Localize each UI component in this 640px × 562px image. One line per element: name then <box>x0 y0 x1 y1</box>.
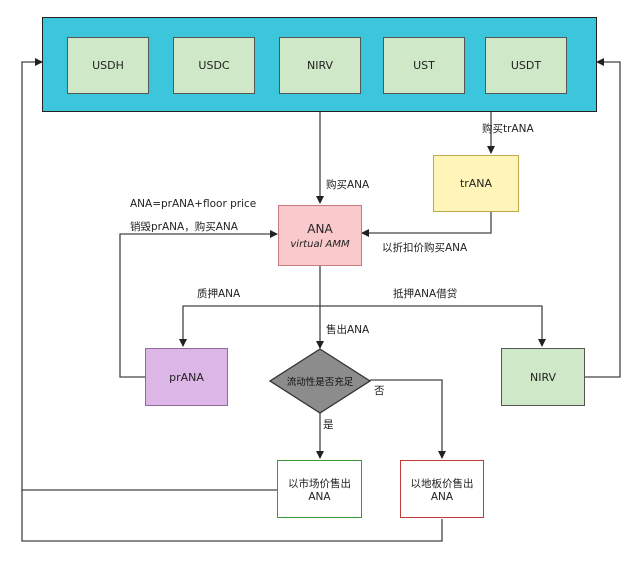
market-sell-line1: 以市场价售出 <box>288 477 351 490</box>
label-formula: ANA=prANA+floor price <box>130 198 257 210</box>
edge-nirv-return <box>585 58 621 378</box>
edge-collateral-loan <box>320 305 546 347</box>
label-no: 否 <box>374 385 385 397</box>
edge-no <box>370 379 446 459</box>
token-ust-label: UST <box>413 59 435 72</box>
prana-label: prANA <box>169 370 204 384</box>
token-usdt[interactable]: USDT <box>485 37 567 94</box>
label-buy-ana: 购买ANA <box>326 179 370 191</box>
label-yes: 是 <box>323 419 334 431</box>
market-sell-line2: ANA <box>308 490 331 503</box>
ana-title: ANA <box>307 221 333 236</box>
label-buy-trana: 购买trANA <box>482 123 534 135</box>
label-sell-ana: 售出ANA <box>326 324 370 336</box>
token-nirv[interactable]: NIRV <box>279 37 361 94</box>
ana-node[interactable]: ANA virtual AMM <box>278 205 362 266</box>
floor-sell-line1: 以地板价售出 <box>410 477 474 490</box>
trana-label: trANA <box>459 177 493 190</box>
decision-label: 流动性是否充足 <box>286 377 354 388</box>
edge-floor-return <box>21 490 443 542</box>
edge-discount-buy <box>361 212 492 237</box>
prana-node[interactable]: prANA <box>145 348 228 406</box>
label-stake-ana: 质押ANA <box>197 288 241 300</box>
edge-burn-prana <box>119 230 278 378</box>
floor-sell-line2: ANA <box>430 490 454 503</box>
market-sell-node[interactable]: 以市场价售出 ANA <box>277 460 362 518</box>
token-ust[interactable]: UST <box>383 37 465 94</box>
ana-subtitle: virtual AMM <box>290 238 350 250</box>
nirv-node[interactable]: NIRV <box>501 348 585 406</box>
token-usdh-label: USDH <box>92 59 124 72</box>
floor-sell-node[interactable]: 以地板价售出 ANA <box>400 460 484 518</box>
label-collateral-loan: 抵押ANA借贷 <box>393 288 458 300</box>
label-burn-prana: 销毁prANA，购买ANA <box>130 221 238 233</box>
token-nirv-label: NIRV <box>306 59 334 72</box>
token-usdh[interactable]: USDH <box>67 37 149 94</box>
token-usdc-label: USDC <box>198 59 230 72</box>
label-discount-buy: 以折扣价购买ANA <box>382 242 468 254</box>
decision-diamond <box>268 348 372 414</box>
token-usdc[interactable]: USDC <box>173 37 255 94</box>
edge-stake-ana <box>179 266 321 347</box>
token-usdt-label: USDT <box>510 59 542 72</box>
nirv-node-label: NIRV <box>529 370 557 384</box>
trana-node[interactable]: trANA <box>433 155 519 212</box>
edge-market-return <box>21 58 277 491</box>
